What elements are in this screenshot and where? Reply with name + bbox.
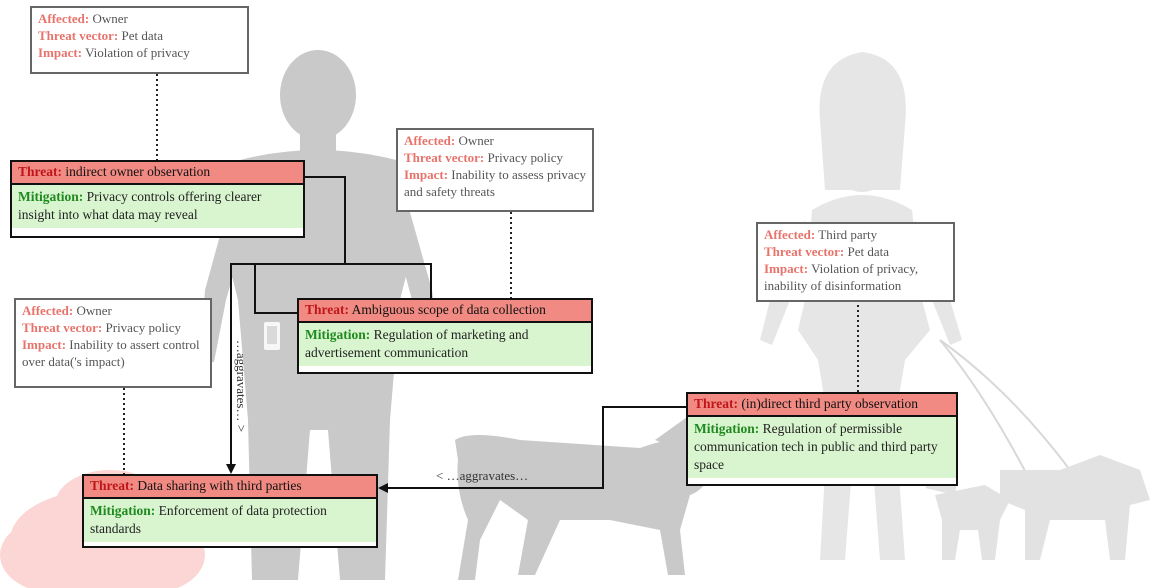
- threat-header: Threat: (in)direct third party observati…: [688, 394, 956, 417]
- affected-label: Affected:: [764, 227, 816, 242]
- info-box-owner-privacy-policy-assert: Affected: Owner Threat vector: Privacy p…: [14, 298, 212, 388]
- affected-label: Affected:: [22, 303, 74, 318]
- threat-text: Data sharing with third parties: [137, 478, 302, 493]
- affected-value: Third party: [818, 227, 878, 242]
- info-box-third-party-pet-data: Affected: Third party Threat vector: Pet…: [756, 222, 955, 302]
- mitigation: Mitigation: Enforcement of data protecti…: [84, 499, 376, 542]
- threat-vector-label: Threat vector:: [38, 28, 119, 43]
- affected-value: Owner: [92, 11, 128, 26]
- mitigation: Mitigation: Regulation of marketing and …: [299, 323, 591, 366]
- threat-box-third-party-observation: Threat: (in)direct third party observati…: [686, 392, 958, 486]
- mitigation-label: Mitigation:: [694, 421, 760, 436]
- threat-box-ambiguous-scope: Threat: Ambiguous scope of data collecti…: [297, 298, 593, 374]
- threat-label: Threat:: [18, 164, 62, 179]
- affected-label: Affected:: [38, 11, 90, 26]
- threat-label: Threat:: [305, 302, 349, 317]
- threat-text: (in)direct third party observation: [741, 396, 918, 411]
- impact-label: Impact:: [404, 167, 449, 182]
- threat-header: Threat: indirect owner observation: [12, 162, 303, 185]
- mitigation: Mitigation: Privacy controls offering cl…: [12, 185, 303, 228]
- threat-vector-value: Pet data: [121, 28, 164, 43]
- affected-value: Owner: [76, 303, 112, 318]
- dogs-silhouette-right: [925, 455, 1150, 560]
- threat-header: Threat: Ambiguous scope of data collecti…: [299, 300, 591, 323]
- mitigation-label: Mitigation:: [305, 327, 371, 342]
- info-box-owner-privacy-policy-assess: Affected: Owner Threat vector: Privacy p…: [396, 128, 594, 212]
- info-box-owner-pet-data: Affected: Owner Threat vector: Pet data …: [30, 6, 249, 74]
- threat-label: Threat:: [694, 396, 738, 411]
- mitigation-text: Regulation of marketing and advertisemen…: [305, 327, 529, 360]
- affected-value: Owner: [458, 133, 494, 148]
- mitigation-text: Regulation of permissible communication …: [694, 421, 938, 472]
- impact-value: Inability to assert control over data('s…: [22, 337, 200, 369]
- threat-vector-label: Threat vector:: [22, 320, 103, 335]
- threat-vector-value: Privacy policy: [105, 320, 181, 335]
- mitigation-label: Mitigation:: [90, 503, 156, 518]
- impact-value: Violation of privacy: [85, 45, 190, 60]
- threat-header: Threat: Data sharing with third parties: [84, 476, 376, 499]
- threat-text: Ambiguous scope of data collection: [351, 302, 546, 317]
- threat-box-data-sharing: Threat: Data sharing with third parties …: [82, 474, 378, 548]
- phone-icon: [264, 322, 280, 350]
- threat-vector-label: Threat vector:: [404, 150, 485, 165]
- aggravates-label-vertical: …aggravates… >: [234, 339, 249, 433]
- affected-label: Affected:: [404, 133, 456, 148]
- impact-label: Impact:: [22, 337, 67, 352]
- mitigation-text: Enforcement of data protection standards: [90, 503, 327, 536]
- mitigation-text: Privacy controls offering clearer insigh…: [18, 189, 262, 222]
- threat-vector-value: Pet data: [847, 244, 890, 259]
- mitigation-label: Mitigation:: [18, 189, 84, 204]
- impact-label: Impact:: [38, 45, 83, 60]
- impact-value: Inability to assess privacy and safety t…: [404, 167, 586, 199]
- threat-text: indirect owner observation: [65, 164, 211, 179]
- threat-vector-label: Threat vector:: [764, 244, 845, 259]
- threat-vector-value: Privacy policy: [487, 150, 563, 165]
- impact-value: Violation of privacy, inability of disin…: [764, 261, 919, 293]
- threat-label: Threat:: [90, 478, 134, 493]
- threat-box-indirect-owner-observation: Threat: indirect owner observation Mitig…: [10, 160, 305, 238]
- aggravates-label-horizontal: < …aggravates…: [436, 468, 529, 483]
- mitigation: Mitigation: Regulation of permissible co…: [688, 417, 956, 478]
- impact-label: Impact:: [764, 261, 809, 276]
